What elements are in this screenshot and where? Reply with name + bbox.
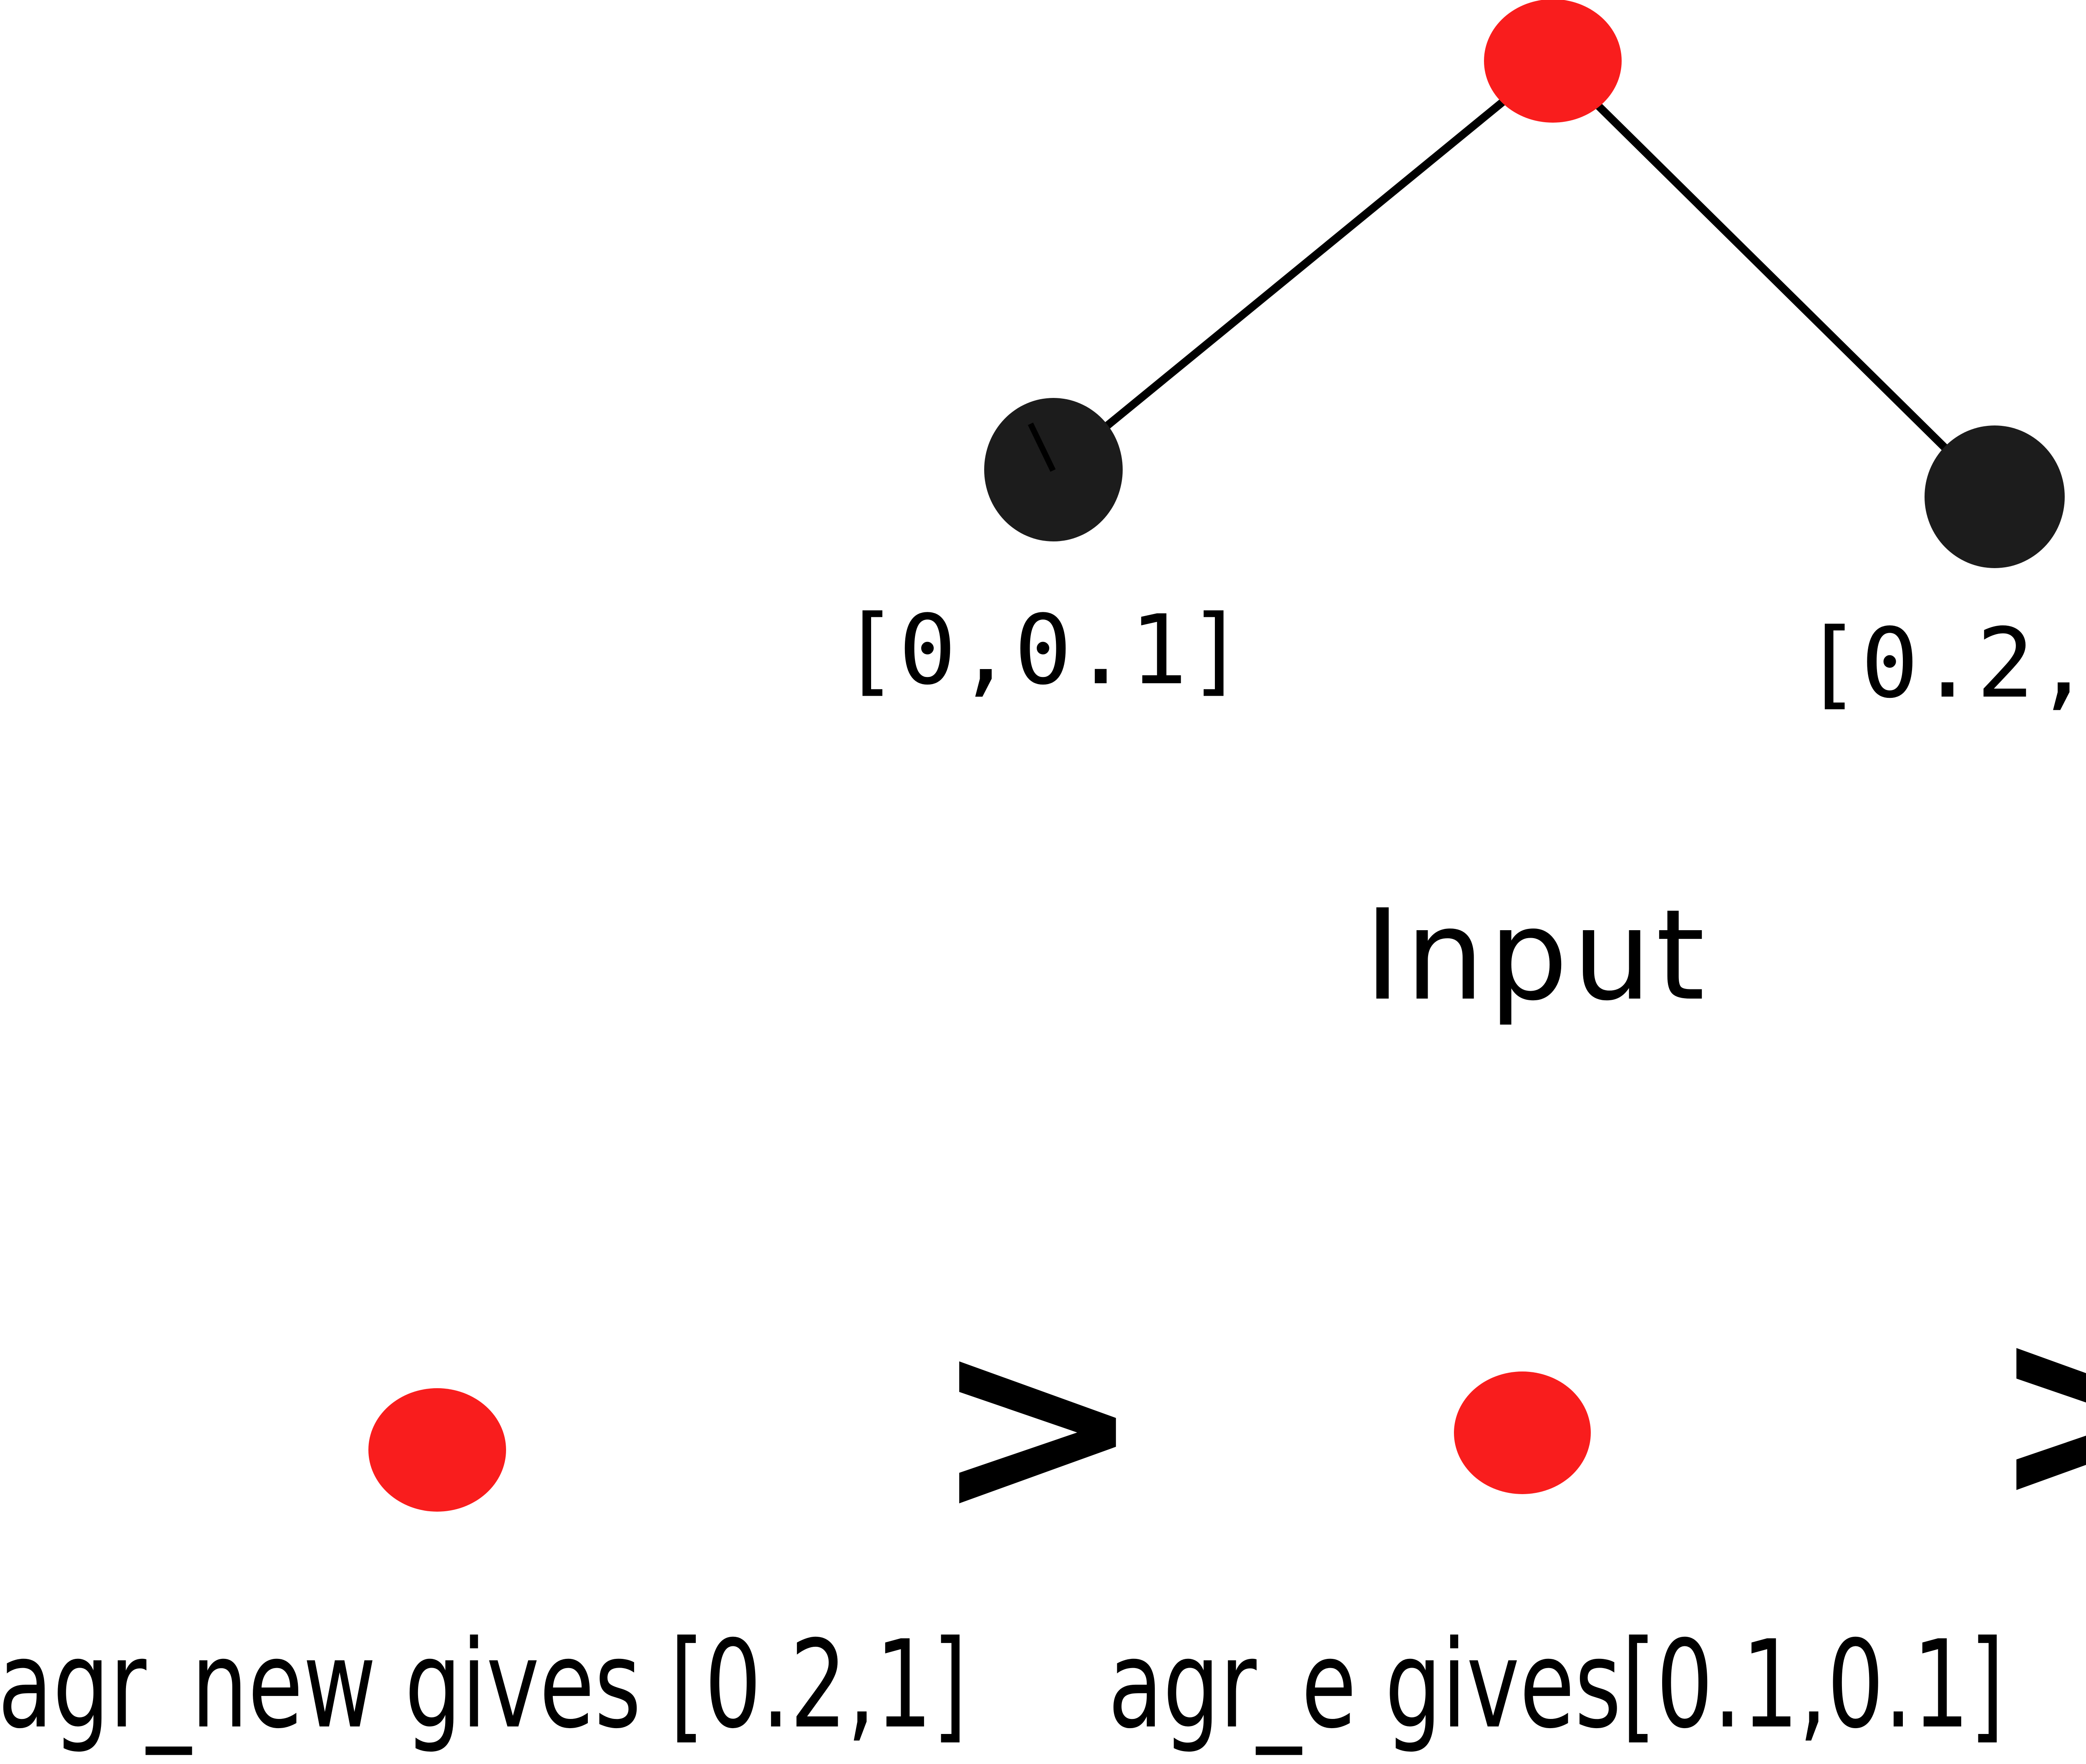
result-node-agr-e [1454, 1371, 1591, 1494]
left-child-inner-tick [1028, 422, 1056, 472]
input-caption: Input [1364, 883, 1709, 1028]
result-caption-agr-e: agr_e gives[0.1,0.1] [1108, 1615, 2005, 1755]
edge-root-to-left-child [1051, 58, 1556, 473]
result-node-agr-new [368, 1388, 506, 1512]
input-root-node [1484, 0, 1622, 123]
edge-root-to-right-child [1550, 58, 1998, 500]
right-child-interval-label: [0.2,0.3] [1803, 608, 2086, 720]
right-child-node [1925, 425, 2065, 568]
result-caption-agr-new: agr_new gives [0.2,1] [0, 1615, 967, 1755]
left-child-interval-label: [0,0.1] [841, 595, 1245, 706]
greater-than-symbol-1: > [932, 1278, 1143, 1570]
greater-than-symbol-2: > [1990, 1286, 2086, 1536]
